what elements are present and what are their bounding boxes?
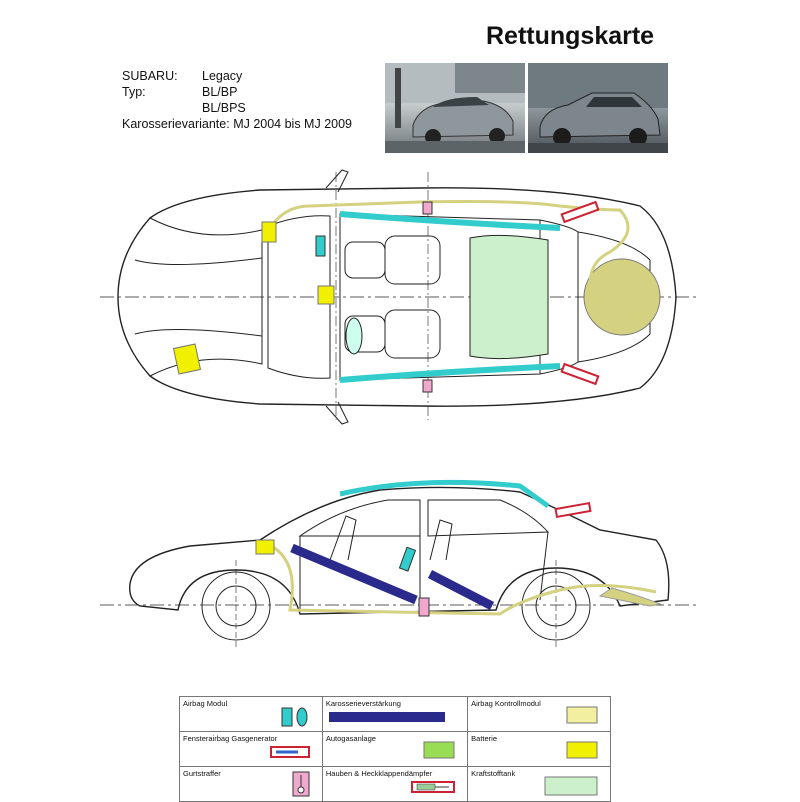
- page-title: Rettungskarte: [486, 22, 655, 50]
- legend-table: Airbag Modul Karosserieverstärkung Airba…: [179, 696, 611, 802]
- airbag-module-icon: [281, 707, 308, 727]
- vehicle-info: SUBARU: Legacy Typ: BL/BP BL/BPS Karosseri…: [122, 68, 352, 132]
- legend-body-reinforcement: Karosserieverstärkung: [321, 696, 469, 732]
- lpg-icon: [423, 741, 455, 759]
- make-value: Legacy: [202, 69, 243, 83]
- control-module-icon: [566, 706, 598, 724]
- legend-lpg-system: Autogasanlage: [321, 731, 469, 767]
- variant-label: Karosserievariante:: [122, 117, 230, 131]
- generator-icon: [269, 746, 310, 758]
- type-value-1: BL/BP: [202, 85, 238, 99]
- type-value-2: BL/BPS: [202, 101, 246, 115]
- legend-airbag-module: Airbag Modul: [179, 696, 323, 732]
- type-label: Typ:: [122, 85, 146, 99]
- top-view: [100, 169, 700, 425]
- legend-window-airbag-generator: Fensterairbag Gasgenerator: [179, 731, 323, 767]
- legend-fuel-tank: Kraftstofftank: [467, 766, 611, 802]
- fuel-tank-icon: [544, 776, 598, 796]
- battery-icon: [566, 741, 598, 759]
- rear-photo: [528, 63, 668, 153]
- legend-airbag-control-module: Airbag Kontrollmodul: [467, 696, 611, 732]
- belt-tensioner-icon: [292, 771, 310, 797]
- legend-battery: Batterie: [467, 731, 611, 767]
- front-photo: [385, 63, 525, 153]
- side-view: [100, 486, 700, 650]
- variant-value: MJ 2004 bis MJ 2009: [233, 117, 352, 131]
- vehicle-photos: [385, 63, 668, 153]
- reinforcement-icon: [329, 712, 446, 722]
- legend-belt-tensioner: Gurtstraffer: [179, 766, 323, 802]
- make-label: SUBARU:: [122, 69, 178, 83]
- legend-gas-strut: Hauben & Heckklappendämpfer: [321, 766, 469, 802]
- gas-strut-icon: [411, 781, 456, 793]
